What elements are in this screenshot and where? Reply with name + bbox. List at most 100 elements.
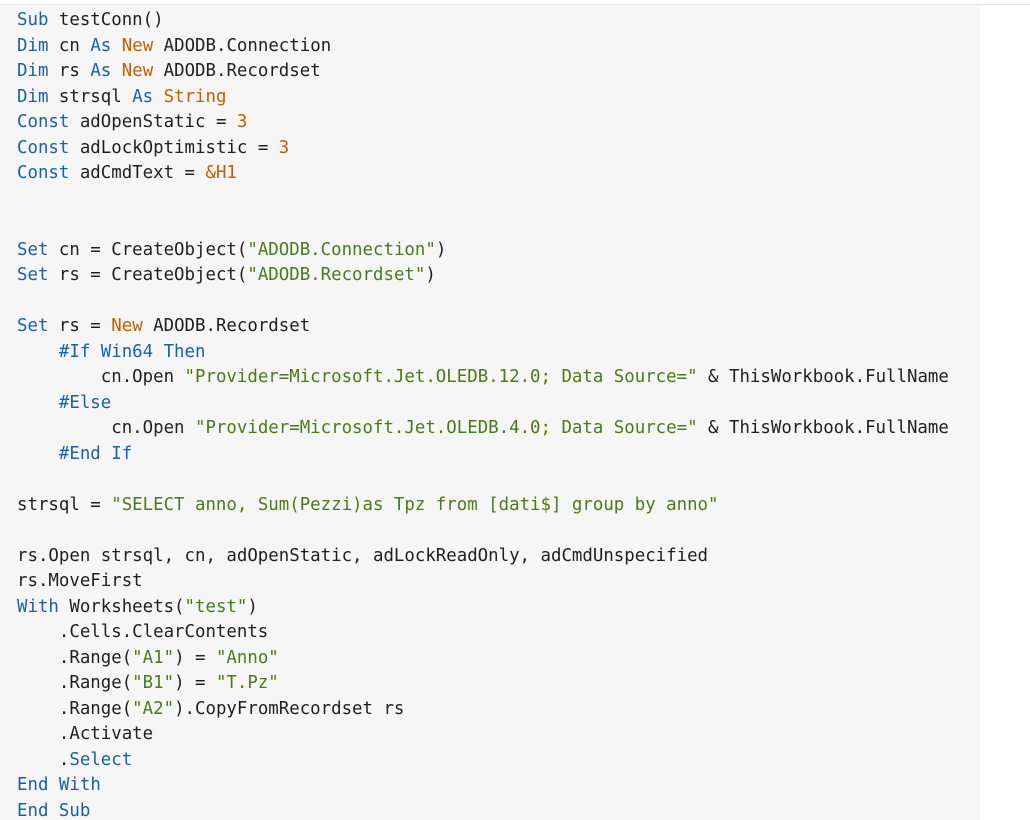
code-token: rs.Open strsql, cn, adOpenStatic, adLock… (17, 545, 709, 566)
code-token (17, 444, 59, 464)
code-token: ) = (174, 647, 216, 668)
code-token: rs (48, 61, 91, 81)
code-line: #Else (17, 391, 980, 417)
code-token: ADODB.Recordset (142, 316, 311, 336)
code-line: Set cn = CreateObject("ADODB.Connection"… (17, 238, 980, 264)
code-token: "ADODB.Connection" (247, 239, 436, 260)
code-token: rs.MoveFirst (17, 571, 143, 591)
code-token: #End If (58, 443, 133, 464)
code-token: ) (435, 239, 447, 260)
code-line: End With (17, 773, 980, 799)
code-token: cn = CreateObject( (48, 239, 248, 260)
code-line: Dim strsql As String (17, 85, 980, 111)
code-token: 3 (278, 137, 290, 158)
code-token (153, 87, 163, 107)
code-token: Dim (17, 61, 49, 81)
code-token: adLockOptimistic = (69, 137, 279, 158)
code-line: cn.Open "Provider=Microsoft.Jet.OLEDB.4.… (17, 416, 980, 442)
code-token (17, 342, 59, 362)
code-token (48, 775, 58, 795)
code-line: .Range("A1") = "Anno" (17, 646, 980, 672)
code-token: "A2" (132, 698, 175, 719)
code-token: & ThisWorkbook.FullName (697, 418, 949, 438)
code-token: "test" (184, 596, 248, 617)
code-line: rs.Open strsql, cn, adOpenStatic, adLock… (17, 544, 980, 570)
code-line: Const adLockOptimistic = 3 (17, 136, 980, 162)
code-token: ).CopyFromRecordset rs (174, 698, 405, 719)
code-token: cn.Open (17, 418, 195, 438)
code-line: #If Win64 Then (17, 340, 980, 366)
code-token: ) (247, 596, 258, 617)
code-line: .Cells.ClearContents (17, 620, 980, 646)
code-token: Const (17, 112, 70, 132)
code-line: End Sub (17, 799, 980, 820)
code-token: &H1 (205, 163, 237, 183)
code-line (17, 467, 980, 493)
code-token: rs = (48, 316, 112, 336)
code-token: Select (69, 749, 133, 770)
code-line: rs.MoveFirst (17, 569, 980, 595)
code-token: String (163, 86, 227, 107)
code-token: testConn() (48, 10, 164, 30)
code-token: With (17, 596, 59, 617)
code-token: adCmdText = (69, 163, 206, 183)
code-token (17, 393, 59, 413)
code-token: strsql = (17, 494, 112, 515)
code-token: "T.Pz" (215, 673, 279, 693)
code-token: New (121, 61, 154, 81)
code-token: "ADODB.Recordset" (247, 265, 426, 285)
code-line: Const adOpenStatic = 3 (17, 110, 980, 136)
code-token: cn.Open (17, 367, 185, 387)
code-token: New (111, 316, 143, 336)
code-line: #End If (17, 442, 980, 468)
code-token: "B1" (132, 673, 175, 693)
code-token: .Range( (17, 698, 133, 719)
code-token: adOpenStatic = (69, 112, 237, 132)
code-token: #Else (58, 392, 112, 413)
code-token: cn (48, 35, 91, 56)
code-token: "Anno" (215, 647, 279, 668)
code-line: strsql = "SELECT anno, Sum(Pezzi)as Tpz … (17, 493, 980, 519)
code-token: End (17, 800, 49, 820)
code-token: strsql (48, 86, 133, 107)
code-token: As (90, 35, 112, 56)
code-token: Dim (17, 86, 49, 107)
code-line: Set rs = New ADODB.Recordset (17, 314, 980, 340)
code-token: "Provider=Microsoft.Jet.OLEDB.4.0; Data … (195, 418, 698, 438)
code-token: Dim (17, 35, 49, 56)
code-token: ADODB.Recordset (153, 61, 321, 81)
code-token: New (121, 35, 154, 56)
code-token (111, 36, 121, 56)
top-divider (0, 4, 1030, 5)
code-line (17, 289, 980, 315)
code-token: "A1" (132, 647, 175, 668)
code-block: Sub testConn()Dim cn As New ADODB.Connec… (0, 5, 980, 820)
code-token: #If Win64 Then (58, 341, 206, 362)
code-token: Sub (17, 10, 49, 30)
code-token: Set (17, 239, 49, 260)
code-token: As (132, 86, 154, 107)
code-token: Worksheets( (58, 596, 185, 617)
code-token: ) = (174, 673, 216, 693)
code-token: 3 (236, 112, 248, 132)
code-line: Sub testConn() (17, 8, 980, 34)
code-token: Const (17, 163, 70, 183)
code-token: With (58, 775, 101, 795)
code-token: .Range( (17, 647, 133, 668)
code-token: . (17, 749, 70, 770)
code-token: "SELECT anno, Sum(Pezzi)as Tpz from [dat… (111, 494, 719, 515)
code-token: As (90, 61, 112, 81)
code-line (17, 212, 980, 238)
code-token: "Provider=Microsoft.Jet.OLEDB.12.0; Data… (184, 367, 698, 387)
code-line: Set rs = CreateObject("ADODB.Recordset") (17, 263, 980, 289)
code-token: Const (17, 137, 70, 158)
code-line: Const adCmdText = &H1 (17, 161, 980, 187)
code-token: Sub (58, 800, 91, 820)
code-line: .Select (17, 748, 980, 774)
code-token: ) (425, 265, 436, 285)
code-line: .Activate (17, 722, 980, 748)
code-line: cn.Open "Provider=Microsoft.Jet.OLEDB.12… (17, 365, 980, 391)
code-token: .Range( (17, 673, 133, 693)
code-token: & ThisWorkbook.FullName (697, 367, 949, 387)
code-line: With Worksheets("test") (17, 595, 980, 621)
